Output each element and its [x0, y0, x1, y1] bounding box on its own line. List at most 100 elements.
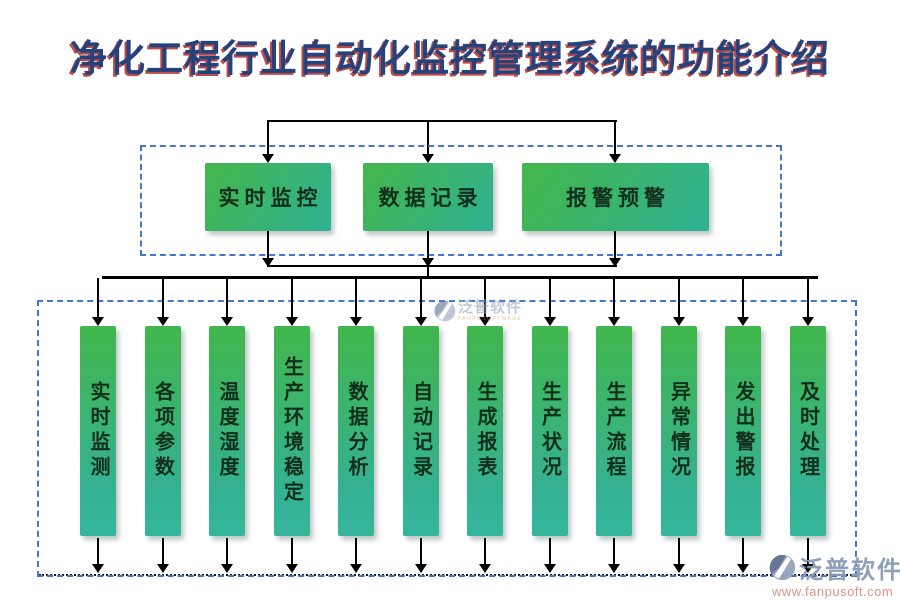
- connector-line: [97, 278, 99, 317]
- arrow-head-icon: [737, 317, 749, 326]
- function-box-realtime-monitoring: 实时监控: [205, 163, 331, 231]
- arrow-head-icon: [737, 564, 749, 573]
- arrow-head-icon: [414, 564, 427, 573]
- function-box-alarm-warning: 报警预警: [522, 163, 709, 231]
- arrow-down-connector: [609, 231, 621, 267]
- feature-label: 生产环境稳定: [280, 356, 303, 506]
- connector-line: [742, 538, 744, 564]
- arrow-down-connector: [422, 121, 434, 163]
- arrow-head-icon: [285, 564, 298, 573]
- connector-line: [161, 538, 164, 564]
- connector-line: [161, 278, 164, 317]
- connector-line: [614, 121, 616, 154]
- connector-line: [614, 231, 616, 258]
- feature-box: 自动记录: [402, 326, 439, 536]
- arrow-down-connector: [609, 121, 621, 163]
- arrow-head-icon: [350, 564, 362, 573]
- feature-label: 生成报表: [474, 381, 496, 481]
- connector-line: [677, 538, 680, 564]
- connector-line: [548, 278, 551, 317]
- arrow-down-connector: [422, 231, 434, 267]
- center-stem-line: [427, 265, 429, 277]
- fanpu-logo-icon: [769, 554, 796, 581]
- arrow-head-icon: [285, 317, 298, 326]
- feature-column: 异常情况: [660, 278, 698, 573]
- feature-label: 数据分析: [345, 381, 367, 481]
- arrow-head-icon: [609, 154, 621, 163]
- arrow-head-icon: [801, 317, 814, 326]
- arrow-head-icon: [262, 154, 274, 163]
- arrow-head-icon: [608, 317, 620, 326]
- connector-line: [742, 278, 744, 317]
- feature-label: 温度湿度: [216, 381, 238, 481]
- watermark-center: 泛普软件 FANPUSOFTWARE: [434, 300, 522, 322]
- feature-label: 各项参数: [151, 381, 174, 481]
- distribution-bus-line: [102, 276, 818, 279]
- middle-connector-line: [267, 265, 617, 267]
- connector-line: [267, 121, 269, 154]
- connector-line: [677, 278, 680, 317]
- feature-column: 自动记录: [402, 278, 440, 573]
- connector-line: [419, 538, 422, 564]
- feature-label: 自动记录: [409, 381, 432, 481]
- diagram-title: 净化工程行业自动化监控管理系统的功能介绍: [70, 39, 830, 80]
- feature-column: 实时监测: [79, 278, 117, 573]
- arrow-head-icon: [801, 564, 814, 573]
- function-box-label: 报警预警: [566, 186, 670, 210]
- arrow-head-icon: [414, 317, 427, 326]
- arrow-head-icon: [609, 258, 621, 267]
- feature-box: 温度湿度: [209, 326, 245, 536]
- feature-column: 各项参数: [144, 278, 182, 573]
- arrow-head-icon: [479, 317, 491, 326]
- feature-column: 生产状况: [531, 278, 569, 573]
- feature-box: 数据分析: [338, 326, 374, 536]
- top-group-frame: [140, 145, 782, 256]
- connector-line: [484, 278, 486, 317]
- feature-label: 生产流程: [603, 381, 625, 481]
- watermark-corner: 泛普软件 www.fanpusoft.com: [769, 550, 900, 599]
- arrow-head-icon: [262, 258, 274, 267]
- connector-line: [267, 231, 269, 258]
- watermark-brand-text: 泛普软件: [799, 557, 900, 584]
- connector-line: [97, 538, 99, 564]
- connector-line: [548, 538, 551, 564]
- feature-column: 数据分析: [337, 278, 375, 573]
- feature-column: 生成报表: [466, 278, 504, 573]
- connector-line: [355, 538, 357, 564]
- feature-box: 实时监测: [80, 326, 116, 536]
- feature-label: 生产状况: [538, 381, 561, 481]
- feature-box: 发出警报: [725, 326, 761, 536]
- arrow-down-connector: [262, 121, 274, 163]
- arrow-down-connector: [262, 231, 274, 267]
- arrow-head-icon: [672, 317, 685, 326]
- arrow-head-icon: [608, 564, 620, 573]
- feature-box: 生产环境稳定: [273, 326, 310, 536]
- feature-label: 异常情况: [667, 381, 690, 481]
- feature-column: 及时处理: [789, 278, 827, 573]
- watermark-brand-text: 泛普软件: [458, 299, 523, 316]
- feature-box: 生产状况: [531, 326, 568, 536]
- top-connector-line: [267, 120, 617, 122]
- feature-column: 温度湿度: [208, 278, 246, 573]
- fanpu-logo-icon: [434, 300, 456, 322]
- feature-column: 生产流程: [595, 278, 633, 573]
- feature-box: 异常情况: [660, 326, 697, 536]
- connector-line: [613, 538, 615, 564]
- connector-line: [290, 538, 293, 564]
- feature-column: 生产环境稳定: [273, 278, 311, 573]
- connector-line: [355, 278, 357, 317]
- arrow-head-icon: [543, 317, 556, 326]
- arrow-head-icon: [92, 564, 104, 573]
- arrow-head-icon: [422, 258, 434, 267]
- connector-line: [290, 278, 293, 317]
- arrow-head-icon: [479, 564, 491, 573]
- arrow-head-icon: [543, 564, 556, 573]
- feature-label: 发出警报: [732, 381, 754, 481]
- arrow-head-icon: [156, 317, 169, 326]
- connector-line: [226, 278, 228, 317]
- connector-line: [806, 278, 809, 317]
- arrow-head-icon: [221, 317, 233, 326]
- connector-line: [806, 538, 809, 564]
- arrow-head-icon: [422, 154, 434, 163]
